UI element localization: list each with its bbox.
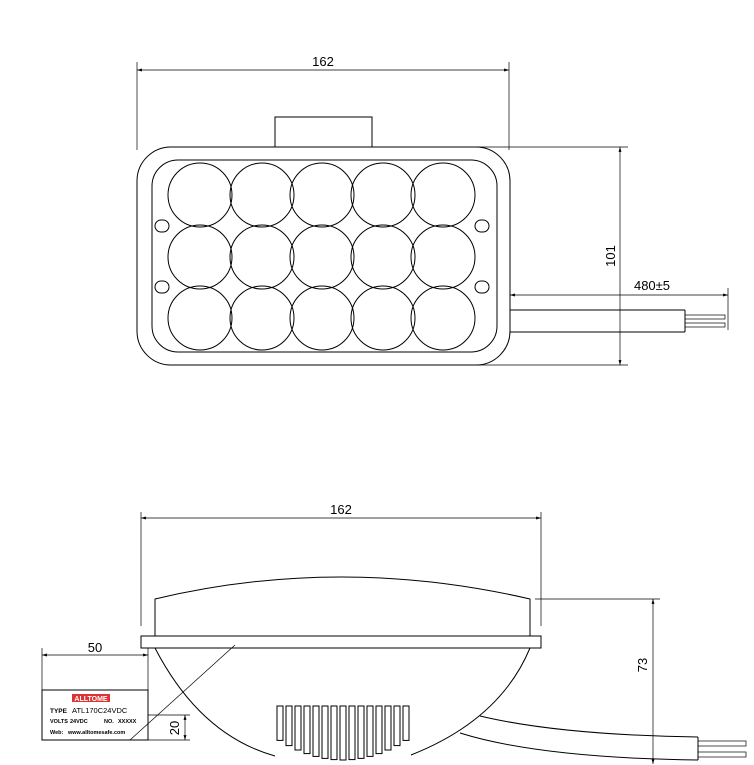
- led-lens: [350, 162, 416, 228]
- led-lens: [167, 285, 233, 351]
- side-height-dimension: 73: [535, 598, 660, 764]
- led-lens: [289, 224, 355, 290]
- led-lens: [167, 224, 233, 290]
- cable: [510, 309, 726, 333]
- heat-sink-fin: [276, 705, 284, 741]
- height-dimension: 101: [470, 146, 628, 366]
- led-lens: [289, 162, 355, 228]
- led-array: [167, 162, 476, 351]
- product-label: 50 ALLTOME TYPE ATL170C24VDC VOLTS 24VDC…: [41, 640, 190, 741]
- flange: [140, 635, 542, 649]
- brand-logo: [72, 694, 110, 702]
- mounting-holes: [154, 219, 490, 294]
- side-width-dimension: 162: [140, 502, 542, 626]
- lens-cover: [154, 576, 531, 636]
- led-lens: [167, 162, 233, 228]
- heat-sink-fins: [276, 705, 410, 761]
- cable-length-label: 480±5: [634, 278, 670, 293]
- led-lens: [410, 224, 476, 290]
- heat-sink-fin: [375, 705, 383, 755]
- led-lens: [410, 285, 476, 351]
- svg-text:NO.: NO.: [104, 719, 114, 725]
- heat-sink-fin: [366, 705, 374, 757]
- svg-text:ALLTOME: ALLTOME: [74, 696, 108, 703]
- heat-sink-fin: [330, 705, 338, 761]
- svg-text:www.alltomesafe.com: www.alltomesafe.com: [67, 730, 125, 736]
- svg-text:VOLTS: VOLTS: [50, 719, 68, 725]
- led-lens: [229, 285, 295, 351]
- cable-length-dimension: 480±5: [510, 278, 729, 330]
- heat-sink-fin: [312, 705, 320, 757]
- heat-sink-fin: [285, 705, 293, 747]
- heat-sink-fin: [294, 705, 302, 751]
- width-dimension: 162: [136, 54, 510, 150]
- led-lens: [350, 224, 416, 290]
- top-view: 162 101 480±5: [136, 54, 729, 366]
- svg-text:XXXXX: XXXXX: [118, 719, 137, 725]
- side-cable: [459, 715, 747, 761]
- lens-outline: [151, 159, 498, 353]
- heat-sink-fin: [384, 705, 392, 751]
- width-label: 162: [312, 54, 334, 69]
- side-height-label: 73: [635, 658, 650, 672]
- svg-text:ATL170C24VDC: ATL170C24VDC: [72, 706, 128, 715]
- label-width-label: 50: [88, 640, 102, 655]
- svg-text:Web:: Web:: [50, 730, 64, 736]
- heat-sink-fin: [393, 705, 401, 747]
- heat-sink-fin: [321, 705, 329, 759]
- heat-sink-fin: [339, 705, 347, 761]
- leader-line: [129, 644, 236, 741]
- label-height-label: 20: [167, 721, 182, 735]
- heat-sink-fin: [357, 705, 365, 759]
- led-lens: [289, 285, 355, 351]
- mounting-tab: [274, 116, 373, 148]
- led-lens: [229, 224, 295, 290]
- side-view: 162 73: [129, 502, 747, 764]
- height-label: 101: [603, 245, 618, 267]
- housing-bowl: [154, 647, 531, 757]
- led-lens: [229, 162, 295, 228]
- led-lens: [350, 285, 416, 351]
- side-width-label: 162: [330, 502, 352, 517]
- heat-sink-fin: [402, 705, 410, 741]
- housing-outline: [136, 146, 511, 366]
- heat-sink-fin: [348, 705, 356, 761]
- heat-sink-fin: [303, 705, 311, 755]
- led-lens: [410, 162, 476, 228]
- svg-text:TYPE: TYPE: [50, 708, 68, 715]
- svg-text:24VDC: 24VDC: [70, 719, 88, 725]
